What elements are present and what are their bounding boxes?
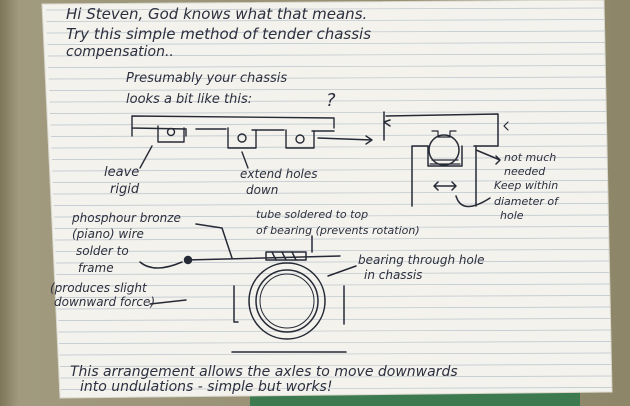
rule-line [47,42,606,45]
rule-line [50,134,608,137]
bearing-line-2: in chassis [364,268,422,282]
rule-line [50,122,608,126]
footer-line-2: into undulations - simple but works! [80,379,332,395]
rule-line [60,375,612,379]
rule-line [52,180,609,183]
leave-rigid-line-1: leave [104,165,139,180]
rule-line [57,306,611,310]
footer-line-1: This arrangement allows the axles to mov… [70,364,458,380]
rule-line [47,53,606,57]
rule-line [54,237,610,241]
rule-line [45,7,606,11]
presumably-line-1: Presumably your chassis [126,71,287,86]
paper-sheet [41,0,613,399]
rule-line [49,88,607,91]
rule-line [51,145,608,149]
extend-holes-line-2: down [246,183,278,197]
rule-line [59,364,612,367]
rule-line [48,65,607,68]
tube-line-2: of bearing (prevents rotation) [256,224,420,237]
greeting-line-3: compensation.. [66,44,174,60]
keep-within-line-1: Keep within [494,179,558,192]
question-mark: ? [326,90,336,111]
presumably-line-2: looks a bit like this: [126,92,252,107]
produces-line-2: downward force) [54,295,155,309]
rule-line [55,260,610,264]
leave-rigid-line-2: rigid [110,182,140,197]
greeting-line-2: Try this simple method of tender chassis [66,25,371,43]
rule-line [57,295,611,298]
solder-line-2: frame [78,261,114,275]
rule-line [56,283,610,287]
rule-line [52,168,608,172]
chassis-side-sketch [131,115,373,169]
phosphor-line-1: phosphour bronze [71,211,181,225]
produces-line-1: (produces slight [50,281,148,295]
phosphor-line-2: (piano) wire [72,227,144,241]
rule-line [50,111,607,114]
tube-line-1: tube soldered to top [256,208,368,221]
rule-line [53,203,609,206]
rule-line [54,226,609,229]
rule-line [59,352,612,356]
rule-line [53,191,609,195]
rule-line [48,76,607,80]
rule-line [59,341,611,344]
rule-line [46,30,606,34]
greeting-line-1: Hi Steven, God knows what that means. [66,5,367,23]
rule-line [55,249,610,252]
rule-line [58,329,611,333]
rule-line [49,99,607,103]
not-much-line-1: not much [504,151,556,164]
keep-within-line-3: hole [500,209,524,222]
rule-line [58,318,611,321]
bearing-wire-sketch [139,223,357,353]
extend-holes-line-1: extend holes [240,167,318,181]
rule-line [54,214,609,218]
rule-line [60,387,612,390]
rule-line [46,19,606,22]
chassis-end-view-sketch [383,111,509,208]
keep-within-line-2: diameter of [494,195,560,208]
not-much-line-2: needed [504,165,546,178]
bearing-line-1: bearing through hole [358,253,485,267]
solder-line-1: solder to [76,244,129,258]
